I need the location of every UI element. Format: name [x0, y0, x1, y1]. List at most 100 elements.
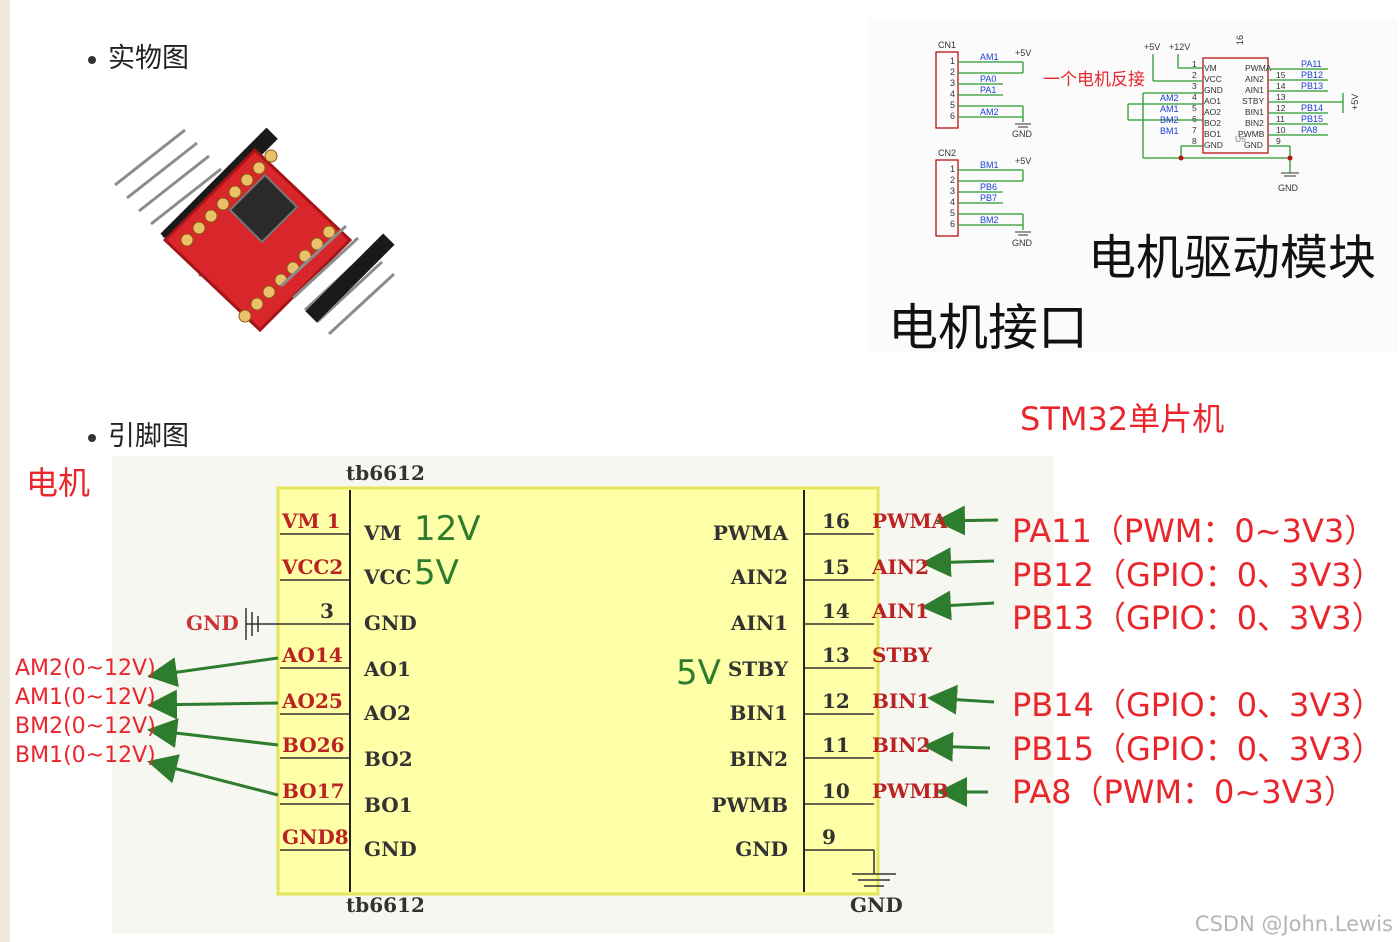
reverse-note: 一个电机反接	[1043, 70, 1145, 90]
svg-text:6: 6	[950, 111, 955, 121]
svg-text:BIN1: BIN1	[1245, 107, 1264, 117]
svg-text:BIN1: BIN1	[872, 689, 930, 713]
svg-text:5: 5	[950, 100, 955, 110]
svg-text:BIN2: BIN2	[1245, 118, 1264, 128]
svg-text:VCC: VCC	[363, 565, 411, 589]
svg-text:VM 1: VM 1	[281, 509, 341, 533]
rail-12v-label: +12V	[1169, 42, 1190, 52]
svg-text:11: 11	[822, 733, 850, 757]
svg-text:PWMB: PWMB	[711, 793, 788, 817]
motor-pin-bm2: BM2(0~12V)	[15, 714, 156, 739]
svg-text:6: 6	[950, 219, 955, 229]
chip-name-bottom: tb6612	[346, 893, 425, 917]
svg-text:VCC2: VCC2	[281, 555, 343, 579]
svg-text:BO17: BO17	[282, 779, 345, 803]
stm32-pin-pb14: PB14（GPIO：0、3V3）	[1012, 686, 1384, 724]
svg-text:GND: GND	[735, 837, 788, 861]
svg-text:2: 2	[950, 67, 955, 77]
svg-text:12: 12	[1276, 103, 1286, 113]
cn1-net-pa0: PA0	[980, 74, 996, 84]
svg-text:BO26: BO26	[282, 733, 345, 757]
left-margin-bar	[0, 0, 10, 942]
svg-text:11: 11	[1276, 114, 1285, 124]
svg-text:2: 2	[1192, 70, 1197, 80]
svg-text:AO14: AO14	[281, 643, 343, 667]
svg-text:13: 13	[822, 643, 850, 667]
svg-text:5: 5	[1192, 103, 1197, 113]
svg-text:PWMA: PWMA	[1245, 63, 1272, 73]
cn1-vcc-label: +5V	[1015, 48, 1031, 58]
svg-text:GND: GND	[1204, 140, 1223, 150]
stm32-label: STM32单片机	[1020, 400, 1225, 438]
svg-text:14: 14	[822, 599, 850, 623]
svg-text:AIN1: AIN1	[1245, 85, 1264, 95]
svg-text:VCC: VCC	[1204, 74, 1222, 84]
svg-text:STBY: STBY	[728, 657, 789, 681]
svg-text:14: 14	[1276, 81, 1286, 91]
cn1-net-pa1: PA1	[980, 85, 996, 95]
right-outer-labels: PWMA AIN2 AIN1 STBY BIN1 BIN2 PWMB	[871, 509, 949, 803]
motor-pin-bm1: BM1(0~12V)	[15, 743, 156, 768]
u-net-pb14: PB14	[1301, 103, 1323, 113]
svg-text:AIN1: AIN1	[871, 599, 929, 623]
svg-text:1: 1	[950, 164, 955, 174]
svg-text:STBY: STBY	[872, 643, 933, 667]
cn1-net-am2: AM2	[980, 107, 999, 117]
u-net-pb12: PB12	[1301, 70, 1323, 80]
svg-text:13: 13	[1276, 92, 1286, 102]
svg-text:VM: VM	[363, 521, 402, 545]
right-inner-labels: PWMA AIN2 AIN1 STBY BIN1 BIN2 PWMB GND	[711, 521, 788, 861]
cn2-box	[935, 159, 959, 237]
chip-name-top: tb6612	[346, 461, 425, 485]
rail-5v-label: +5V	[1144, 42, 1160, 52]
svg-text:15: 15	[1276, 70, 1286, 80]
cn2-net-bm2: BM2	[980, 215, 999, 225]
svg-text:BO1: BO1	[1204, 129, 1221, 139]
svg-text:8: 8	[1192, 136, 1197, 146]
svg-text:9: 9	[822, 825, 836, 849]
left-outer-labels: VM 1 VCC2 3 AO14 AO25 BO26 BO17 GND8	[281, 509, 349, 849]
chip-labels: tb6612 tb6612 GND GND	[186, 461, 903, 917]
gnd-symbol-left	[245, 608, 280, 640]
svg-text:7: 7	[1192, 125, 1197, 135]
u-net-pb13: PB13	[1301, 81, 1323, 91]
svg-text:BO2: BO2	[364, 747, 413, 771]
svg-text:16: 16	[822, 509, 850, 533]
svg-text:AIN2: AIN2	[1245, 74, 1264, 84]
cn2-gnd-label: GND	[1012, 238, 1033, 248]
module-photo	[114, 127, 396, 336]
svg-text:6: 6	[1192, 114, 1197, 124]
svg-text:STBY: STBY	[1242, 96, 1265, 106]
svg-text:AO2: AO2	[1204, 107, 1221, 117]
svg-text:AIN2: AIN2	[871, 555, 929, 579]
stm32-pin-pb15: PB15（GPIO：0、3V3）	[1012, 730, 1384, 768]
svg-text:4: 4	[950, 197, 955, 207]
svg-text:AO1: AO1	[1204, 96, 1221, 106]
motor-pin-am2: AM2(0~12V)	[15, 656, 156, 681]
cn2-vcc-label: +5V	[1015, 156, 1031, 166]
motor-label: 电机	[26, 464, 91, 502]
svg-text:2: 2	[950, 175, 955, 185]
svg-text:AO2: AO2	[363, 701, 411, 725]
u-net-bm1: BM1	[1160, 126, 1179, 136]
tb6612-chip	[228, 173, 299, 244]
right-pin-lines	[804, 533, 875, 874]
bullet-dot	[88, 433, 96, 442]
stm32-pin-pb13: PB13（GPIO：0、3V3）	[1012, 599, 1384, 637]
svg-text:9: 9	[1276, 136, 1281, 146]
u-net-pb15: PB15	[1301, 114, 1323, 124]
motor-driver-module-label: 电机驱动模块	[1088, 230, 1377, 286]
cn1-label: CN1	[938, 40, 956, 50]
svg-text:1: 1	[1192, 59, 1197, 69]
svg-text:AO25: AO25	[281, 689, 343, 713]
svg-text:BO1: BO1	[364, 793, 413, 817]
motor-arrows	[147, 656, 279, 797]
svg-text:U5: U5	[1235, 134, 1246, 144]
svg-text:3: 3	[1192, 81, 1197, 91]
bullet-dot	[88, 55, 96, 64]
vcc-5v-note: 5V	[414, 553, 459, 593]
chip-outline	[276, 486, 880, 896]
svg-text:BIN2: BIN2	[730, 747, 788, 771]
section-pinout-heading: 引脚图	[88, 414, 189, 453]
